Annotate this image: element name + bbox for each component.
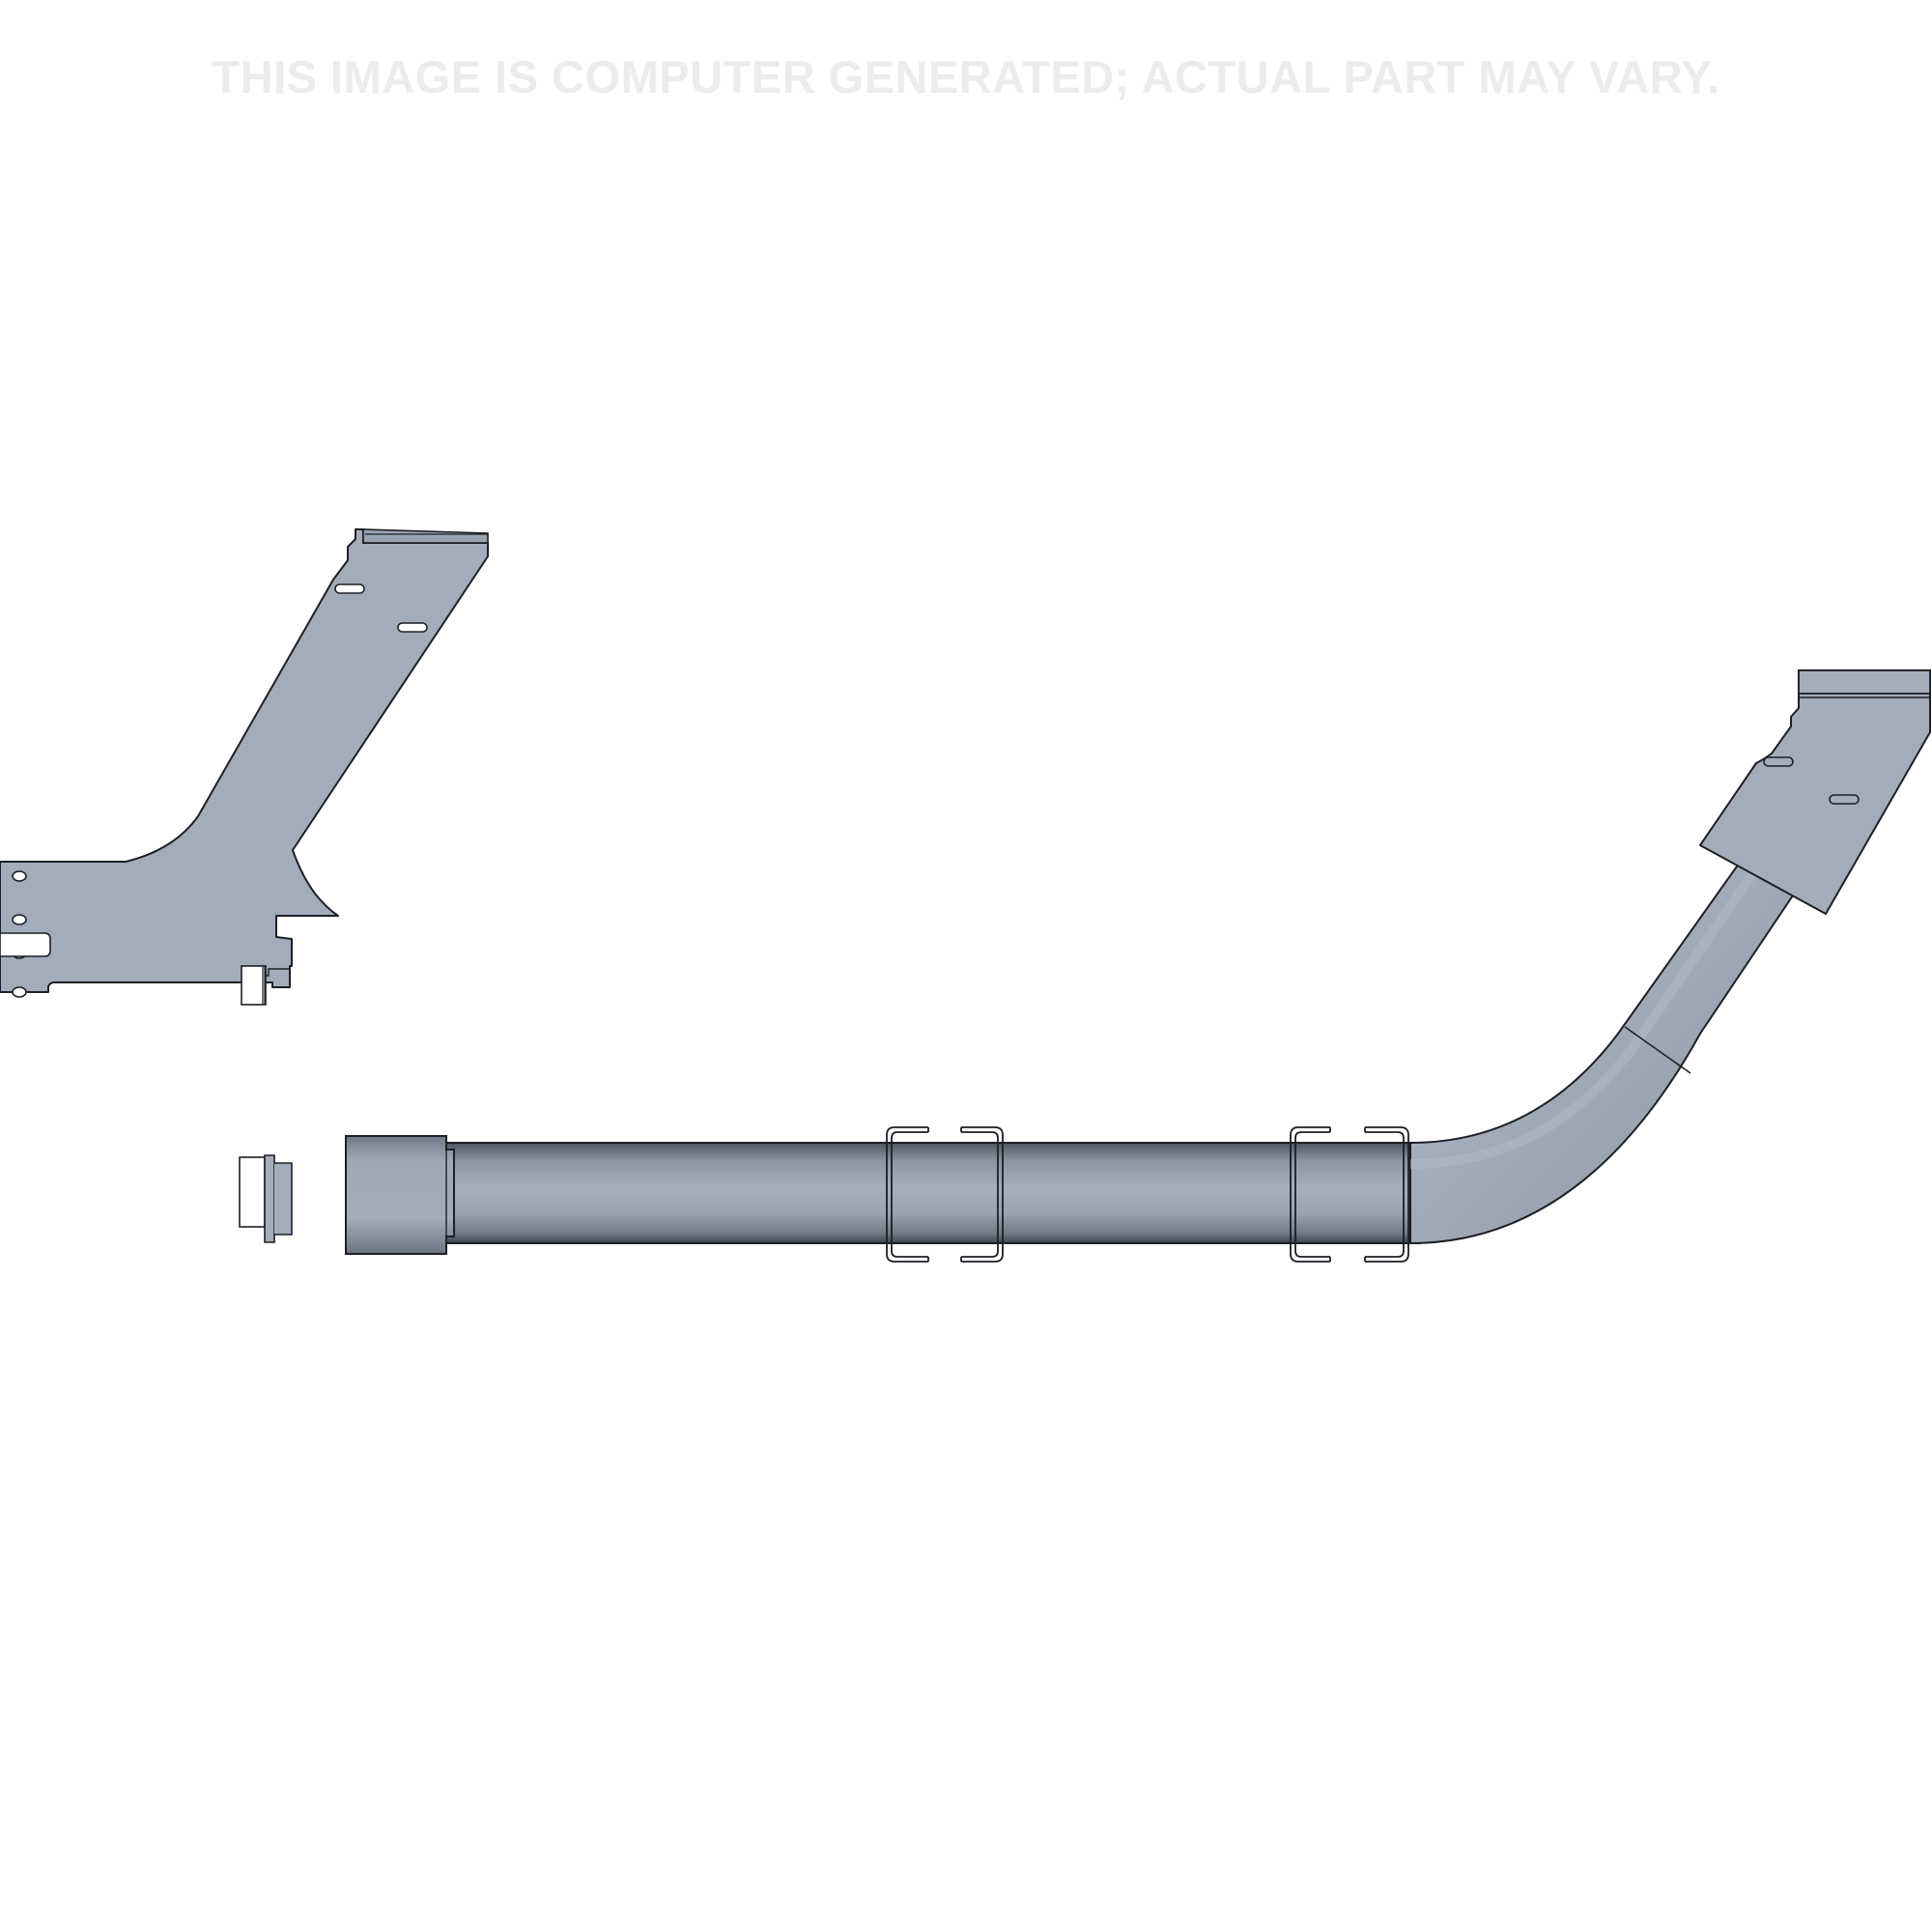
right-mounting-bracket (1699, 669, 1931, 915)
straight-pipe-section (405, 1142, 1421, 1244)
disclaimer-watermark: THIS IMAGE IS COMPUTER GENERATED; ACTUAL… (212, 51, 1720, 102)
band-clamp-right (1290, 1126, 1409, 1263)
band-clamp-left (886, 1126, 1004, 1263)
bent-pipe-section (1409, 848, 1801, 1245)
left-mounting-bracket (0, 528, 489, 1243)
pipe-coupler-sleeve (345, 1135, 455, 1255)
